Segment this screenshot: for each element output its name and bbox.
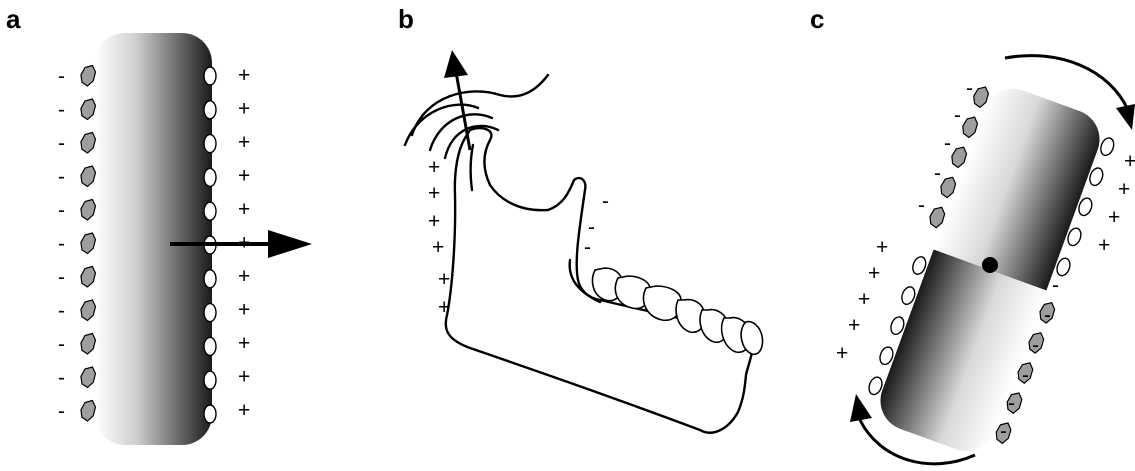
- panel-a: a ----------- +++++++++++: [6, 4, 312, 445]
- positive-particle: [204, 101, 216, 119]
- panel-b-plus-signs: + + + + + +: [428, 156, 450, 319]
- plus-sign: +: [876, 236, 888, 259]
- plus-sign: +: [1124, 150, 1135, 173]
- minus-sign: -: [918, 194, 925, 217]
- negative-particle: [80, 366, 97, 389]
- negative-particle: [80, 198, 97, 221]
- panel-a-arrowhead: [268, 230, 312, 258]
- minus-sign: -: [58, 300, 65, 323]
- panel-c-arrowhead-bottom: [850, 394, 872, 422]
- negative-particle: [80, 131, 97, 154]
- plus-sign: +: [238, 98, 250, 121]
- panel-a-negative-particles: [80, 64, 97, 422]
- minus-sign: -: [954, 104, 961, 127]
- plus-sign: +: [238, 198, 250, 221]
- plus-sign: +: [238, 64, 250, 87]
- positive-particle: [204, 371, 216, 389]
- plus-sign: +: [238, 131, 250, 154]
- minus-sign: -: [1008, 392, 1015, 415]
- positive-particle: [204, 405, 216, 423]
- minus-sign: -: [58, 199, 65, 222]
- negative-particle: [80, 332, 97, 355]
- minus-sign: -: [944, 132, 951, 155]
- plus-sign: +: [428, 210, 440, 233]
- positive-particle: [204, 270, 216, 288]
- minus-sign: -: [58, 333, 65, 356]
- plus-sign: +: [1108, 206, 1120, 229]
- minus-sign: -: [58, 65, 65, 88]
- positive-particle: [204, 135, 216, 153]
- panel-c-arrowhead-top: [1116, 104, 1135, 130]
- negative-particle: [80, 64, 97, 87]
- negative-particle: [80, 265, 97, 288]
- plus-sign: +: [438, 296, 450, 319]
- plus-sign: +: [868, 262, 880, 285]
- positive-particle: [204, 304, 216, 322]
- panel-b-teeth: [592, 268, 762, 354]
- panel-c-bar-bottom: [872, 249, 1046, 459]
- panel-c: c +++++++++ -----------: [810, 4, 1135, 465]
- negative-particle: [80, 165, 97, 188]
- plus-sign: +: [238, 165, 250, 188]
- plus-sign: +: [428, 182, 440, 205]
- positive-particle: [204, 337, 216, 355]
- minus-sign: -: [58, 132, 65, 155]
- minus-sign: -: [1022, 364, 1029, 387]
- minus-sign: -: [1044, 304, 1051, 327]
- positive-particle: [1099, 136, 1116, 157]
- panel-b-arrow: [456, 72, 470, 150]
- minus-sign: -: [58, 233, 65, 256]
- panel-b: b + + + + + + ---: [398, 4, 763, 433]
- minus-sign: -: [58, 266, 65, 289]
- negative-particle: [80, 98, 97, 121]
- plus-sign: +: [858, 288, 870, 311]
- minus-sign: -: [602, 190, 609, 213]
- panel-label-b: b: [398, 4, 414, 34]
- panel-label-a: a: [6, 4, 21, 34]
- negative-particle: [80, 232, 97, 255]
- minus-sign: -: [584, 236, 591, 259]
- plus-sign: +: [428, 156, 440, 179]
- positive-particle: [204, 202, 216, 220]
- plus-sign: +: [238, 299, 250, 322]
- minus-sign: -: [1032, 334, 1039, 357]
- plus-sign: +: [238, 265, 250, 288]
- minus-sign: -: [58, 99, 65, 122]
- plus-sign: +: [238, 366, 250, 389]
- panel-a-bar: [95, 33, 212, 445]
- plus-sign: +: [432, 236, 444, 259]
- plus-sign: +: [238, 332, 250, 355]
- minus-sign: -: [934, 162, 941, 185]
- panel-c-pivot: [982, 257, 998, 273]
- panel-b-condyle-inner: [471, 145, 473, 190]
- panel-b-molar-3: [644, 286, 682, 320]
- panel-b-minus-signs: ---: [584, 190, 609, 259]
- panel-a-minus-signs: - - - - - - - - - - -: [58, 65, 65, 423]
- negative-particle: [80, 299, 97, 322]
- panel-label-c: c: [810, 4, 824, 34]
- plus-sign: +: [238, 399, 250, 422]
- plus-sign: +: [848, 314, 860, 337]
- minus-sign: -: [1000, 420, 1007, 443]
- plus-sign: +: [1098, 234, 1110, 257]
- minus-sign: -: [58, 166, 65, 189]
- positive-particle: [204, 67, 216, 85]
- panel-b-arrowhead: [444, 50, 468, 78]
- minus-sign: -: [58, 367, 65, 390]
- plus-sign: +: [1118, 178, 1130, 201]
- minus-sign: -: [1052, 274, 1059, 297]
- minus-sign: -: [966, 77, 973, 100]
- positive-particle: [204, 168, 216, 186]
- negative-particle: [80, 399, 97, 422]
- plus-sign: +: [836, 342, 848, 365]
- plus-sign: +: [438, 268, 450, 291]
- minus-sign: -: [58, 400, 65, 423]
